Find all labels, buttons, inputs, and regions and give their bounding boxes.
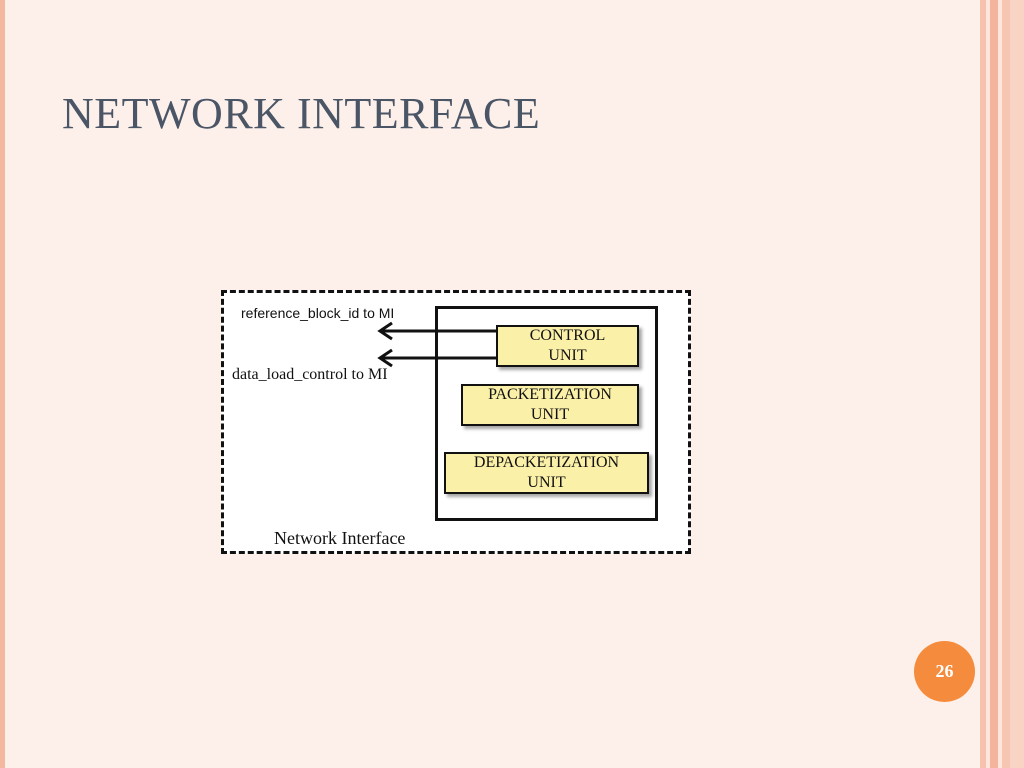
network-interface-label: Network Interface	[274, 528, 406, 548]
reference-block-id-label: reference_block_id to MI	[241, 305, 395, 321]
page-number-badge: 26	[914, 641, 975, 702]
depacketization-unit-label-line2: UNIT	[527, 474, 566, 491]
depacketization-unit-label-line1: DEPACKETIZATION	[473, 454, 620, 471]
right-border-stripe	[1010, 0, 1024, 768]
packetization-unit-block: PACKETIZATION UNIT	[461, 384, 639, 426]
packetization-unit-label-line2: UNIT	[530, 406, 570, 423]
page-number: 26	[935, 661, 954, 681]
left-border-stripe	[0, 0, 5, 768]
right-border-stripe	[986, 0, 990, 768]
reference-block-id-arrow	[377, 321, 496, 341]
right-border-stripe	[980, 0, 986, 768]
control-unit-label-line2: UNIT	[548, 347, 587, 364]
control-unit-block: CONTROL UNIT	[496, 325, 639, 367]
slide-title: NETWORK INTERFACE	[62, 89, 541, 138]
data-load-control-label: data_load_control to MI	[232, 366, 388, 383]
right-border-stripe	[990, 0, 998, 768]
depacketization-unit-block: DEPACKETIZATION UNIT	[444, 452, 649, 494]
right-border-stripe	[998, 0, 1002, 768]
packetization-unit-label-line1: PACKETIZATION	[488, 386, 612, 403]
data-load-control-arrow	[377, 348, 496, 368]
right-border-stripe	[1002, 0, 1010, 768]
control-unit-label-line1: CONTROL	[529, 327, 606, 344]
